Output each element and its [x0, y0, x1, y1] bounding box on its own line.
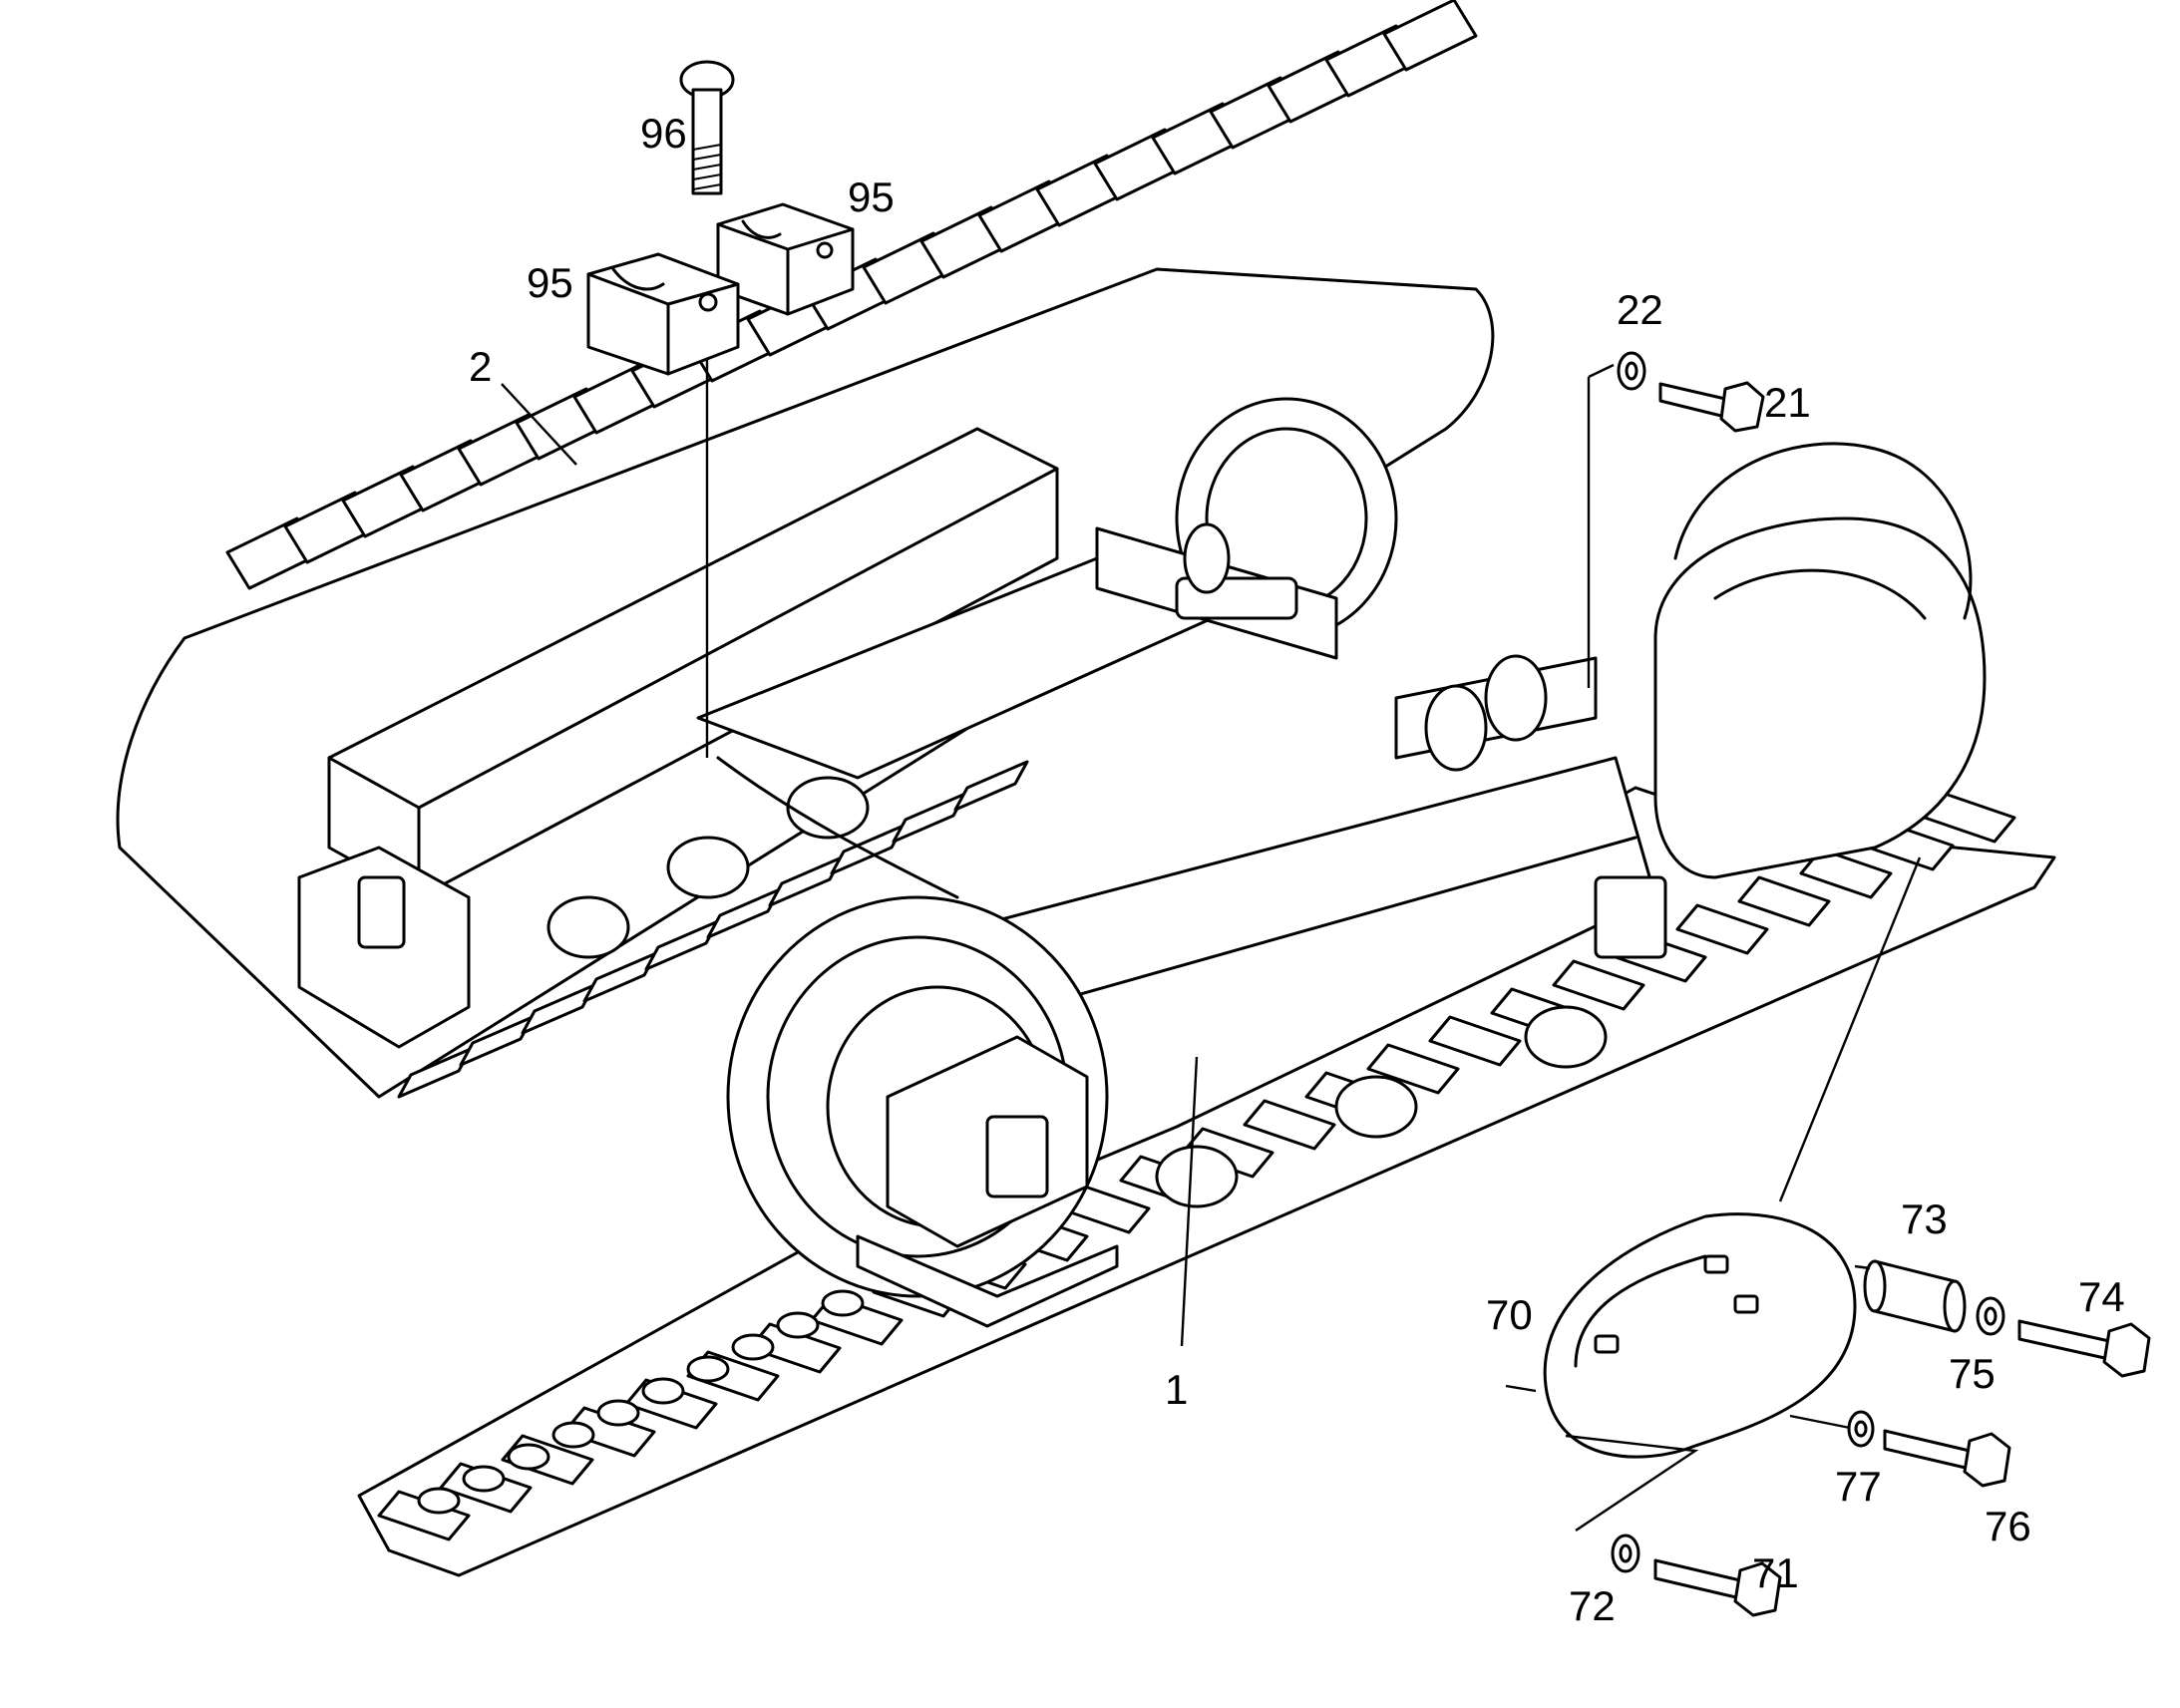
- washer-22: [1617, 351, 1646, 391]
- chain-link: [462, 1465, 506, 1493]
- callout-71: 71: [1752, 1549, 1799, 1596]
- callout-95-upper: 95: [848, 173, 895, 220]
- chain-link: [686, 1355, 730, 1383]
- chain-link: [821, 1289, 865, 1317]
- track-shoe: [1428, 1015, 1522, 1067]
- track-shoe: [521, 983, 596, 1035]
- callout-77: 77: [1835, 1463, 1882, 1510]
- chain-link: [731, 1333, 775, 1361]
- washer-77: [1847, 1410, 1875, 1448]
- chain-link: [551, 1421, 595, 1449]
- callout-70: 70: [1486, 1291, 1533, 1338]
- callout-73: 73: [1901, 1196, 1948, 1242]
- track-shoe: [1737, 875, 1831, 927]
- chain-link: [641, 1377, 685, 1405]
- callout-22: 22: [1617, 286, 1663, 333]
- callout-96: 96: [640, 110, 687, 157]
- clamp-block-95-lower: [586, 252, 740, 376]
- track-shoe: [953, 760, 1029, 812]
- cross-members: [696, 522, 1598, 899]
- bolt-74: [2017, 1319, 2151, 1378]
- track-chain-links: [417, 1245, 954, 1515]
- callout-21: 21: [1764, 379, 1811, 426]
- track-shoe: [1675, 903, 1769, 955]
- track-shoe: [562, 1406, 656, 1458]
- spacer-73: [1863, 1259, 1967, 1333]
- part-1-leader: [1180, 1056, 1199, 1347]
- chain-link: [417, 1487, 461, 1515]
- front-track-assembly: [357, 442, 2056, 1577]
- cover-plate-70: [1543, 1212, 1857, 1459]
- track-shoe: [644, 919, 720, 971]
- chain-link: [776, 1311, 820, 1339]
- track-shoe: [377, 1490, 471, 1541]
- track-shoe: [1382, 0, 1478, 72]
- callout-72: 72: [1569, 1582, 1616, 1629]
- part-2-leader: [501, 383, 577, 466]
- callout-75: 75: [1949, 1350, 1996, 1397]
- chain-link: [596, 1399, 640, 1427]
- bolt-71: [1653, 1558, 1782, 1617]
- callout-2: 2: [469, 343, 492, 390]
- callout-95-lower: 95: [527, 259, 573, 306]
- bolt-96: [679, 60, 735, 195]
- track-shoe: [748, 1322, 842, 1374]
- bolt-76: [1883, 1429, 2011, 1488]
- track-shoe: [397, 1047, 473, 1099]
- callout-1: 1: [1165, 1366, 1188, 1413]
- track-shoe: [1552, 959, 1645, 1011]
- track-shoe: [1243, 1099, 1336, 1151]
- track-shoe: [768, 855, 844, 907]
- track-shoe: [1366, 1043, 1460, 1095]
- track-shoe: [892, 792, 967, 844]
- chain-link: [507, 1443, 550, 1471]
- callout-76: 76: [1985, 1503, 2031, 1549]
- washer-75: [1976, 1296, 2005, 1336]
- callout-74: 74: [2078, 1273, 2125, 1320]
- washer-72: [1611, 1534, 1640, 1573]
- bolt-21: [1658, 381, 1765, 433]
- rear-track-shoes-bottom: [397, 760, 1029, 1099]
- cover-leader: [1778, 856, 1922, 1202]
